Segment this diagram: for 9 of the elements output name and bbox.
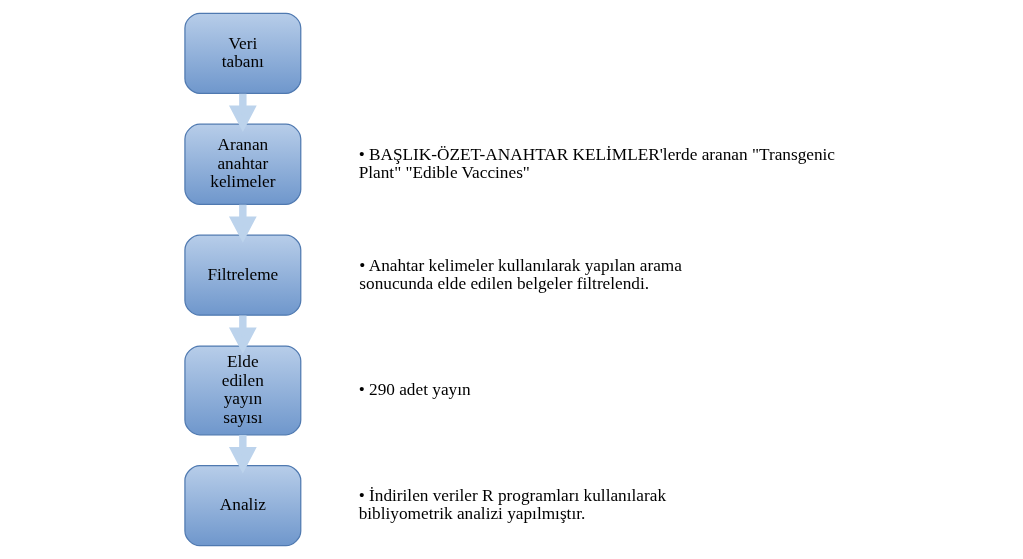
node-box: Aranan anahtar kelimeler [184, 123, 302, 205]
node-label: • Anahtar kelimeler kullanılarak yapılan arama sonucunda elde edilen belgeler filtrelendi. [359, 255, 682, 293]
node-box: Filtreleme [184, 234, 302, 316]
node-box: Elde edilen yayın sayısı [184, 345, 302, 436]
node-label: • BAŞLIK-ÖZET-ANAHTAR KELİMLER'lerde aranan "Transgenic Plant" "Edible Vaccines" [358, 144, 835, 183]
node-box: Analiz [184, 464, 302, 547]
node-label: • İndirilen veriler R programları kullanılarak bibliyometrik analizi yapılmıştır. [358, 485, 667, 524]
node-box: Veri tabanı [184, 12, 302, 95]
node-label: • 290 adet yayın [358, 379, 471, 399]
